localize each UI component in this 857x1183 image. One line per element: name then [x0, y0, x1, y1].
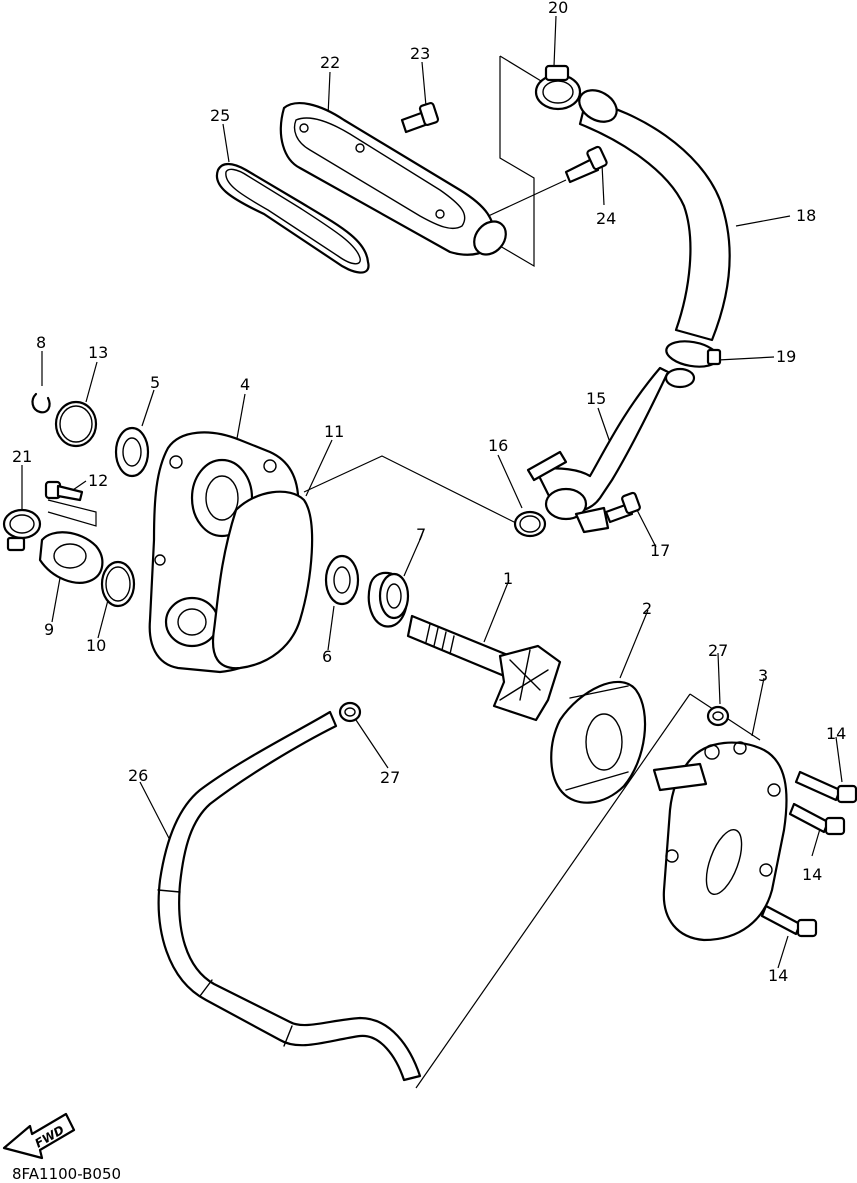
part-number-labels: 20 22 23 25 24 18 19 8 13 5 4 11 16 15 2…: [12, 0, 846, 985]
water-outlet-cover-22: [279, 102, 507, 256]
label-21: 21: [12, 447, 32, 466]
oil-seal-6: [324, 554, 360, 606]
label-18: 18: [796, 206, 816, 225]
label-10: 10: [86, 636, 106, 655]
label-14-a: 14: [826, 724, 846, 743]
label-1: 1: [503, 569, 513, 588]
fwd-arrow-icon: FWD: [2, 1112, 76, 1160]
label-14-b: 14: [802, 865, 822, 884]
hose-clamp-20: [534, 64, 582, 111]
label-4: 4: [240, 375, 250, 394]
oil-seal-5: [114, 426, 150, 478]
label-23: 23: [410, 44, 430, 63]
bolt-17: [604, 491, 641, 524]
o-ring-16: [513, 510, 547, 538]
bolt-14-a: [794, 770, 857, 804]
bolt-14-c: [760, 904, 818, 938]
o-ring-13: [54, 400, 98, 448]
label-25: 25: [210, 106, 230, 125]
gasket-25: [215, 162, 370, 274]
label-15: 15: [586, 389, 606, 408]
bolt-14-b: [788, 802, 846, 836]
label-12: 12: [88, 471, 108, 490]
label-5: 5: [150, 373, 160, 392]
label-27-upper: 27: [708, 641, 728, 660]
hose-clamp-27-upper: [706, 705, 730, 727]
fitting-9: [38, 531, 104, 584]
label-20: 20: [548, 0, 568, 17]
mechanical-seal-7: [367, 571, 410, 628]
o-ring-10: [100, 560, 136, 608]
label-19: 19: [776, 347, 796, 366]
label-17: 17: [650, 541, 670, 560]
bolt-23: [400, 102, 440, 134]
label-24: 24: [596, 209, 616, 228]
label-26: 26: [128, 766, 148, 785]
radiator-hose-18: [578, 89, 731, 342]
circlip-8: [31, 392, 51, 414]
label-8: 8: [36, 333, 46, 352]
bolt-12: [44, 480, 84, 502]
label-7: 7: [416, 525, 426, 544]
hose-26: [157, 710, 422, 1082]
label-27-lower: 27: [380, 768, 400, 787]
hose-clamp-19: [665, 340, 722, 368]
label-16: 16: [488, 436, 508, 455]
label-2: 2: [642, 599, 652, 618]
label-9: 9: [44, 620, 54, 639]
impeller-shaft-1: [406, 614, 562, 722]
label-11: 11: [324, 422, 344, 441]
label-22: 22: [320, 53, 340, 72]
label-6: 6: [322, 647, 332, 666]
label-13: 13: [88, 343, 108, 362]
hose-clamp-21: [2, 508, 42, 552]
bolt-24: [564, 145, 608, 184]
drawing-code: 8FA1100-B050: [12, 1165, 121, 1183]
impeller-plate-2: [550, 680, 647, 804]
gasket-11: [212, 490, 314, 670]
label-3: 3: [758, 666, 768, 685]
water-pipe-15: [526, 366, 696, 534]
hose-clamp-27-lower: [338, 701, 362, 723]
label-14-c: 14: [768, 966, 788, 985]
pump-cover-3: [652, 741, 788, 942]
